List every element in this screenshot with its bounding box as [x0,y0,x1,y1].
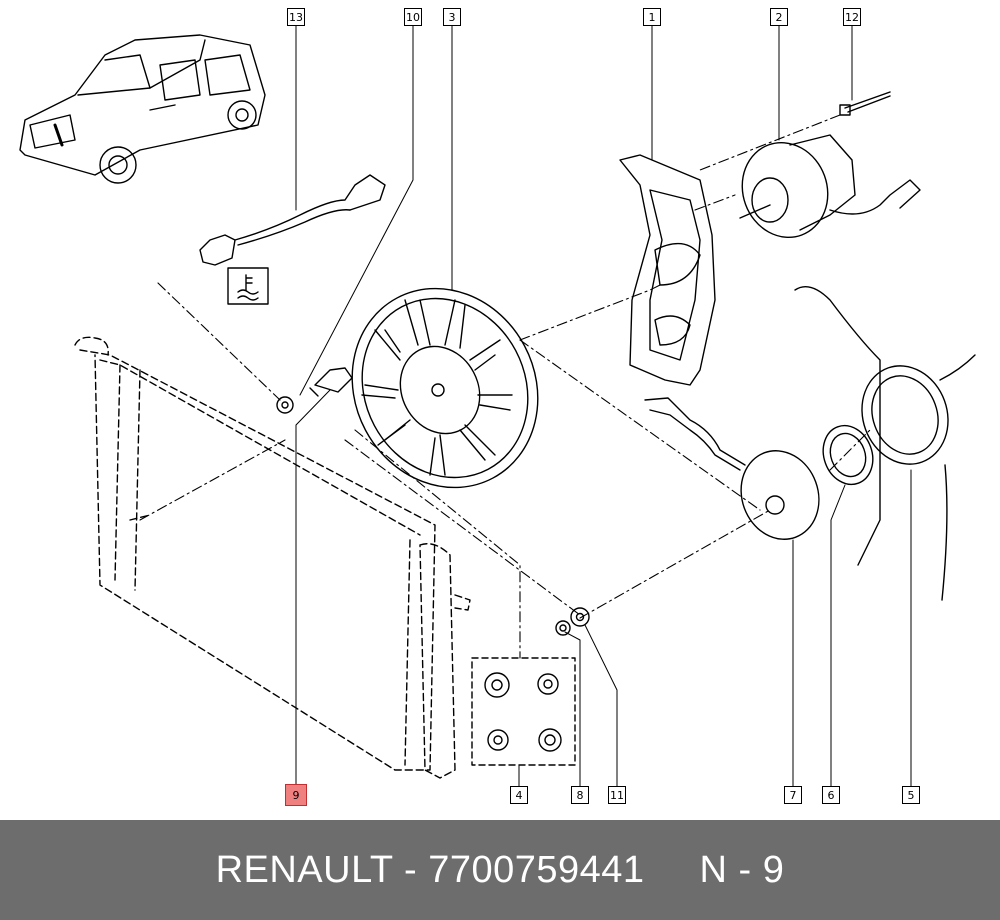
callout-10: 10 [404,8,422,26]
motor-7 [644,397,820,540]
callout-6: 6 [822,786,840,804]
exploded-parts-diagram [19,25,976,787]
callout-12: 12 [843,8,861,26]
callout-3: 3 [443,8,461,26]
nut-10 [276,396,294,414]
assembly-lines [139,114,871,659]
callout-2: 2 [770,8,788,26]
callout-5: 5 [902,786,920,804]
callout-4: 4 [510,786,528,804]
thermal-switch-9 [309,367,353,397]
diagram-position: N - 9 [699,848,785,891]
temperature-sensor-13 [199,174,386,305]
callout-11: 11 [608,786,626,804]
leader-lines [295,25,912,787]
part-caption-bar: RENAULT - 7700759441 N - 9 [0,820,1000,920]
fan-bracket-1 [619,154,716,386]
wiring-ring-5 [794,286,976,601]
washer-11 [570,607,590,627]
gasket-ring-6 [822,424,874,486]
bolt-12 [839,91,891,116]
grommet-kit-4 [471,657,576,766]
fan-blade-3 [351,287,539,489]
callout-7: 7 [784,786,802,804]
callout-13: 13 [287,8,305,26]
callout-8: 8 [571,786,589,804]
radiator [74,336,471,779]
car-illustration [19,34,266,184]
nut-8 [555,620,571,636]
brand-part-number: RENAULT - 7700759441 [215,848,645,891]
callout-1: 1 [643,8,661,26]
callout-9-highlighted: 9 [285,784,307,806]
fan-motor-2 [739,134,921,239]
